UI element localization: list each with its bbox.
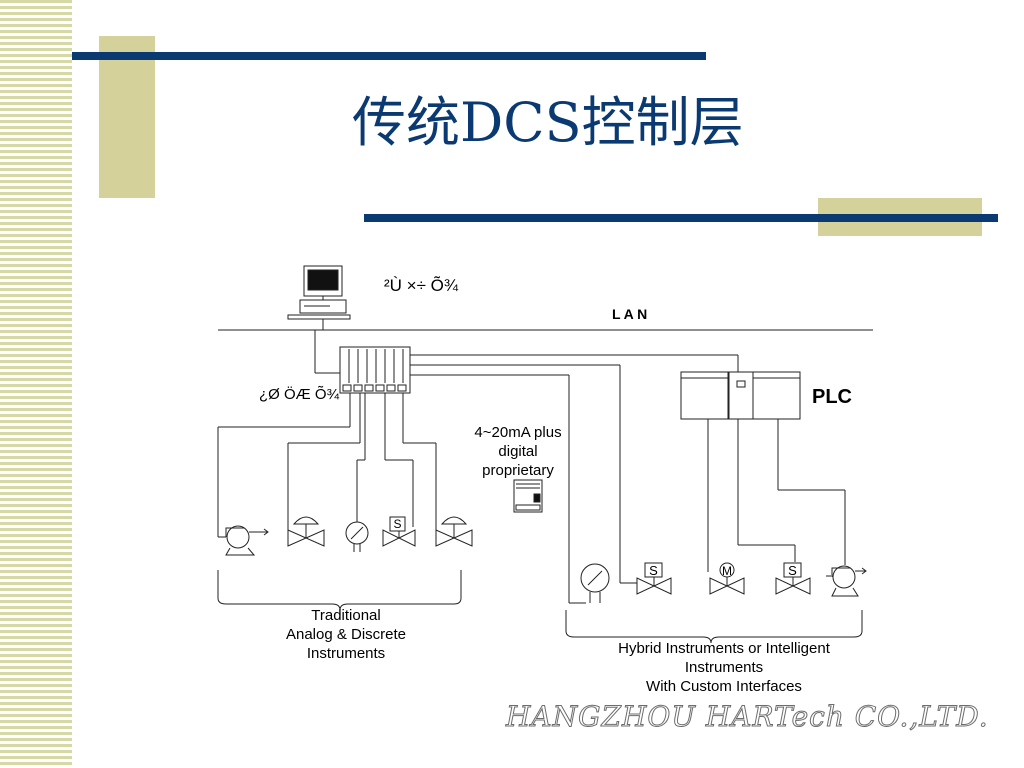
company-watermark: HANGZHOU HARTech CO.,LTD. [506, 700, 989, 734]
traditional-brace [217, 570, 462, 611]
valve-s-letter-2: S [649, 563, 658, 578]
lan-label: L A N [612, 306, 648, 322]
signal-label: 4~20mA plus digital proprietary [474, 424, 562, 479]
control-valve-icon-2 [435, 516, 473, 547]
dcs-controller-icon [339, 346, 411, 394]
plc-label: PLC [812, 386, 852, 408]
valve-m-letter: M [722, 564, 732, 578]
pump-icon [225, 525, 269, 556]
motor-valve-icon [709, 562, 745, 595]
solenoid-valve-icon [382, 516, 416, 547]
title-top-rule [72, 52, 706, 60]
control-valve-icon [287, 516, 325, 547]
slide-title: 传统DCS控制层 [352, 91, 744, 154]
solenoid-valve-icon-2 [636, 562, 672, 595]
hart-device-icon [513, 479, 543, 513]
valve-s-letter-3: S [788, 563, 797, 578]
solenoid-valve-icon-3 [775, 562, 811, 595]
hybrid-label: Hybrid Instruments or Intelligent Instru… [618, 640, 830, 695]
striped-margin [0, 0, 72, 768]
plc-icon [680, 371, 801, 420]
computer-icon [287, 265, 351, 320]
traditional-label: Traditional Analog & Discrete Instrument… [285, 607, 407, 662]
valve-s-letter: S [393, 517, 401, 531]
pressure-gauge-icon [345, 521, 369, 552]
control-station-label: ¿Ø ÖÆ Õ¾ [259, 386, 340, 403]
title-bottom-rule [364, 214, 998, 222]
operator-station-label: ²Ù ×÷ Õ¾ [384, 276, 459, 295]
hybrid-brace [565, 610, 863, 644]
pump-icon-2 [826, 565, 867, 597]
pressure-gauge-icon-2 [580, 563, 610, 603]
title-accent-block [99, 36, 155, 198]
